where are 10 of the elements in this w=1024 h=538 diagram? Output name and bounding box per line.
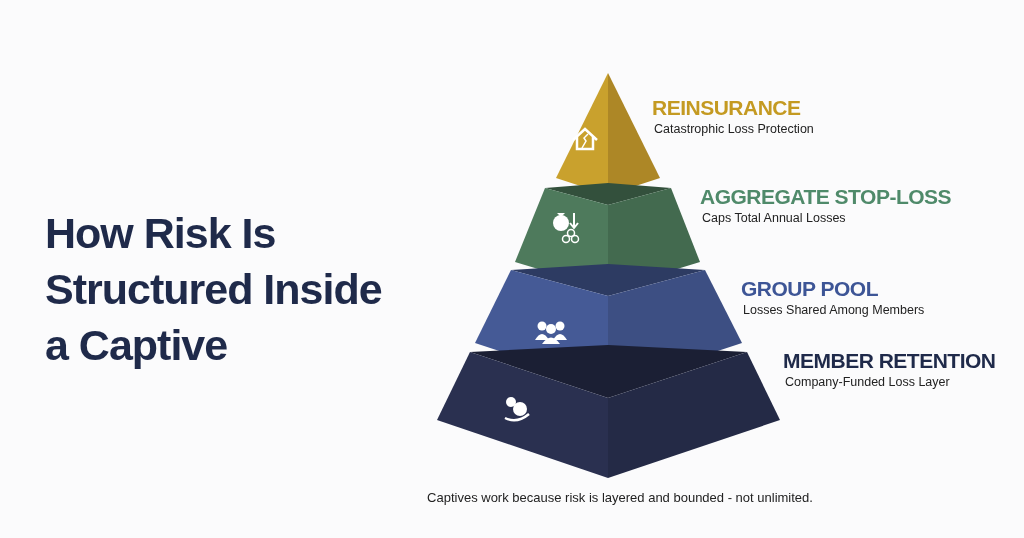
caption: Captives work because risk is layered and bounded - not unlimited. — [426, 490, 814, 505]
layer-description: Caps Total Annual Losses — [702, 211, 847, 225]
title: How Risk Is Structured Inside a Captive — [45, 208, 383, 371]
layer-heading: REINSURANCE — [652, 96, 802, 120]
layer-description: Losses Shared Among Members — [743, 303, 925, 317]
layer-description: Company-Funded Loss Layer — [785, 375, 951, 389]
layer-heading: GROUP POOL — [741, 277, 879, 301]
layer-heading: AGGREGATE STOP-LOSS — [700, 185, 952, 209]
layer-heading: MEMBER RETENTION — [783, 349, 996, 373]
layer-description: Catastrophic Loss Protection — [654, 122, 814, 136]
